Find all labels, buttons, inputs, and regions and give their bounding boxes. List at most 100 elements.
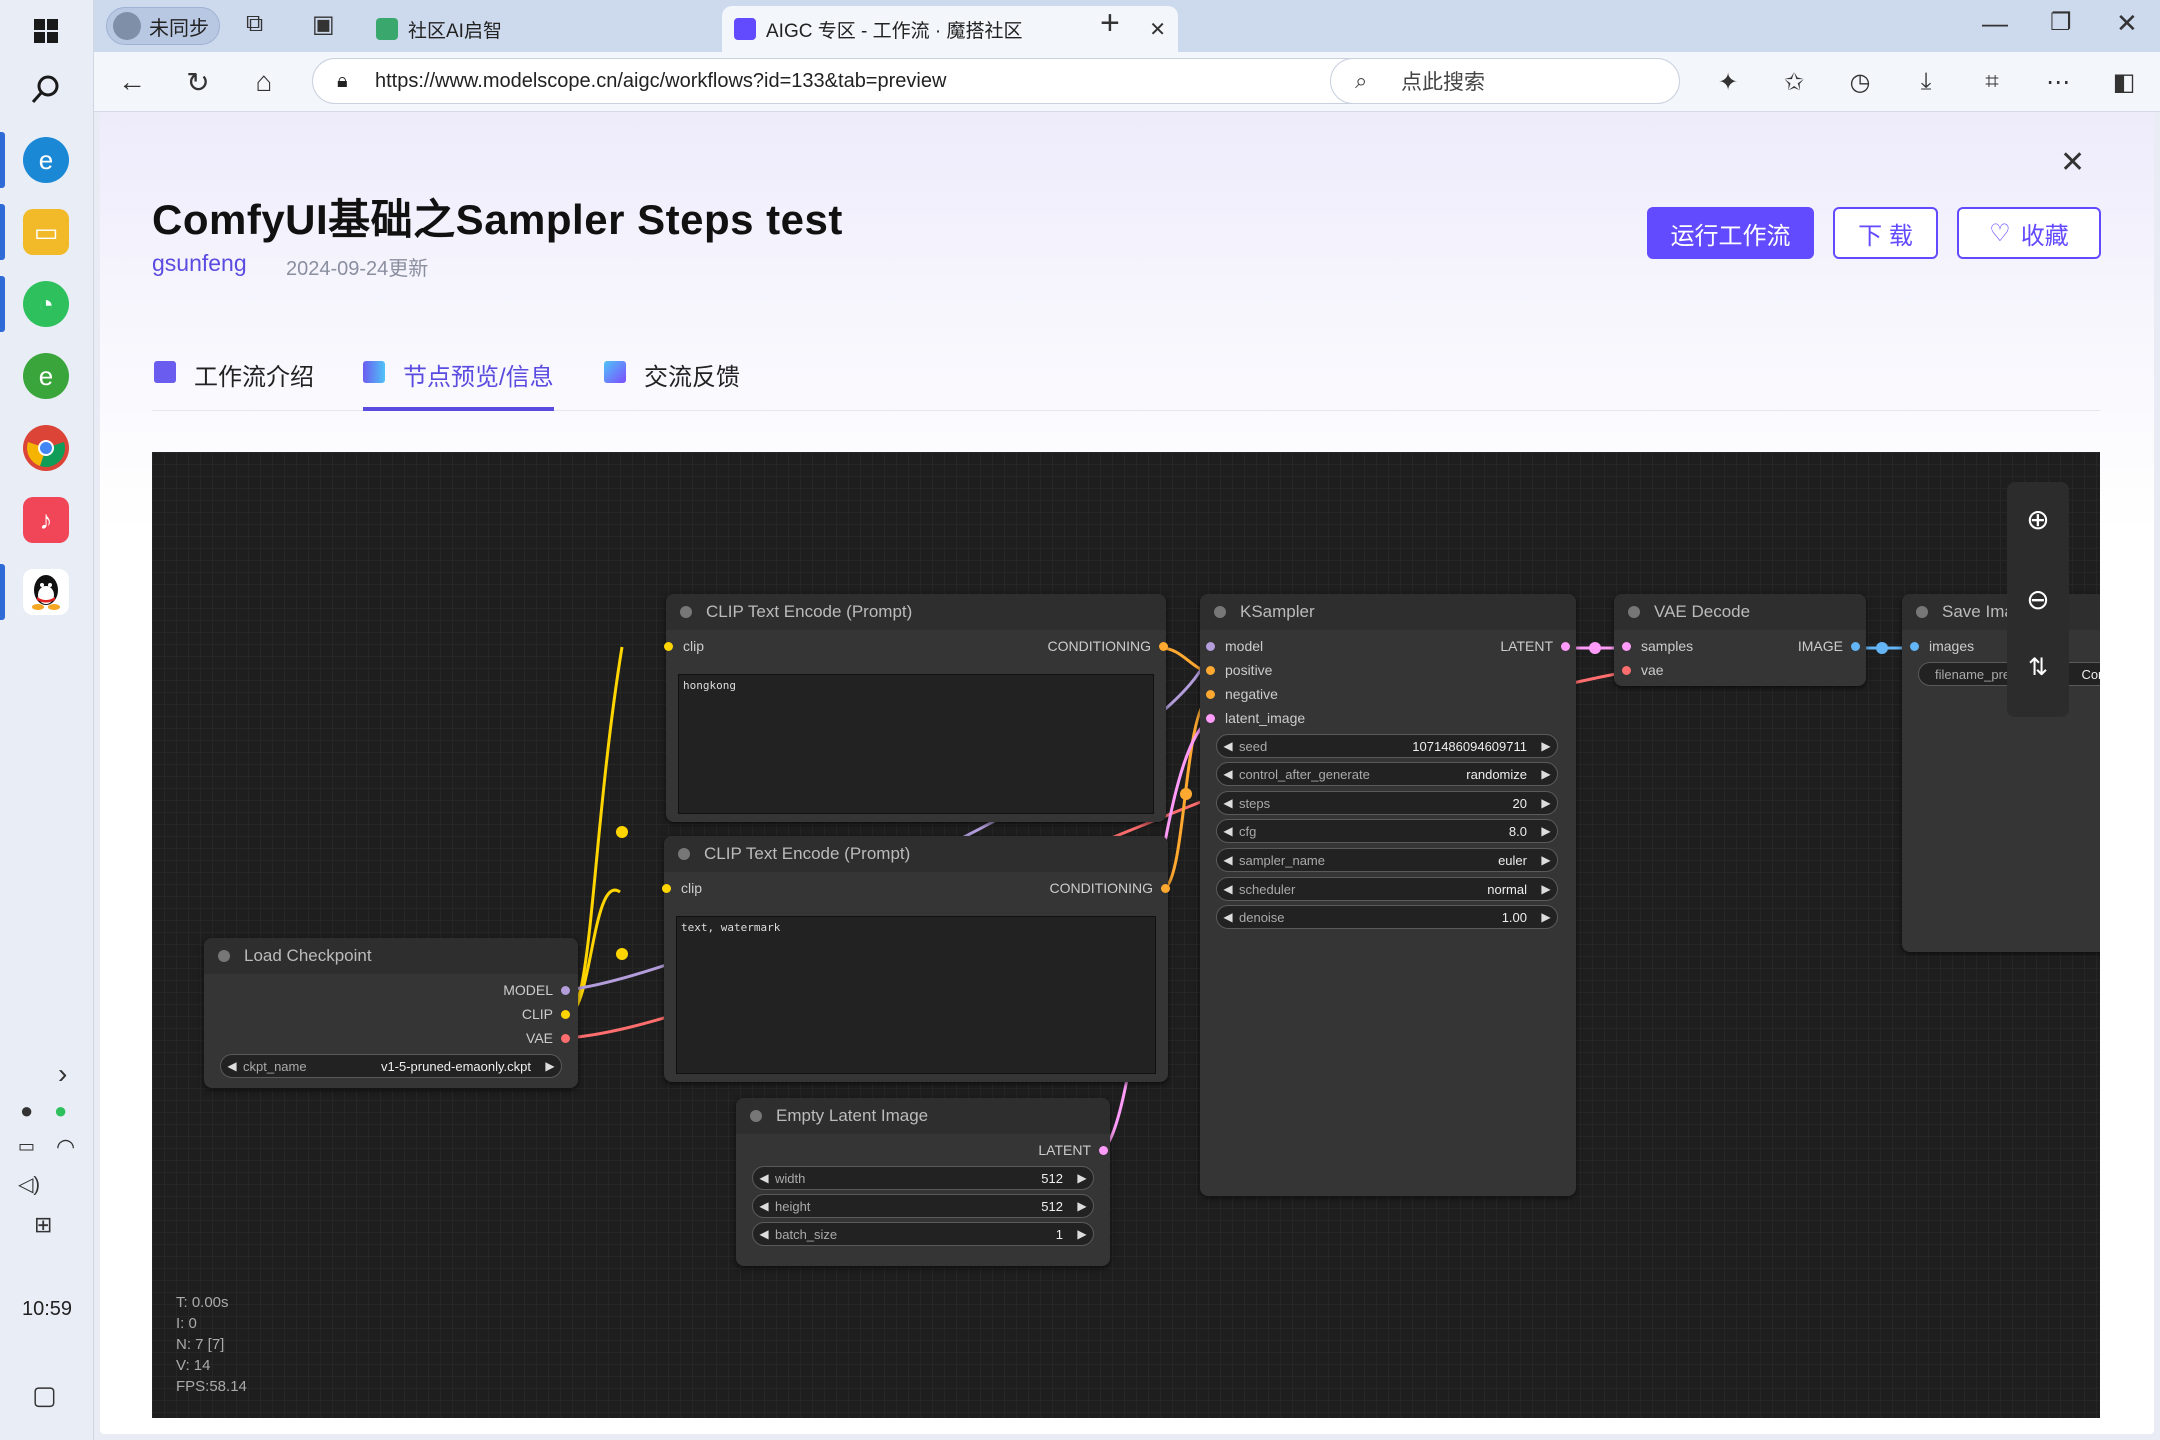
- output-slot-latent[interactable]: LATENT: [1500, 638, 1570, 654]
- restore-icon[interactable]: ❐: [2050, 9, 2072, 36]
- qq-tray-icon[interactable]: ●: [20, 1098, 34, 1123]
- node-vae-decode[interactable]: VAE Decode samples vae IMAGE: [1614, 594, 1866, 686]
- output-slot-conditioning[interactable]: CONDITIONING: [1050, 880, 1170, 896]
- windows-start-icon[interactable]: [23, 8, 69, 54]
- tab-node-preview[interactable]: 节点预览/信息: [363, 357, 554, 411]
- input-slot-clip[interactable]: clip: [664, 638, 704, 654]
- address-bar[interactable]: 🔒︎ https://www.modelscope.cn/aigc/workfl…: [312, 58, 1412, 104]
- input-slot-positive[interactable]: positive: [1206, 662, 1272, 678]
- output-slot-image[interactable]: IMAGE: [1798, 638, 1860, 654]
- notification-icon[interactable]: ▢: [32, 1380, 57, 1410]
- browser-tab-aigc[interactable]: AIGC 专区 - 工作流 · 魔搭社区 ✕: [722, 6, 1178, 52]
- extensions-icon[interactable]: ✦: [1717, 68, 1739, 96]
- input-slot-latent-image[interactable]: latent_image: [1206, 710, 1305, 726]
- increment-arrow-icon[interactable]: ▶: [1077, 1227, 1087, 1241]
- output-slot-conditioning[interactable]: CONDITIONING: [1048, 638, 1168, 654]
- downloads-icon[interactable]: ⤓: [1920, 68, 1932, 95]
- node-load-checkpoint[interactable]: Load Checkpoint MODEL CLIP VAE ◀ckpt_nam…: [204, 938, 578, 1088]
- profile-button[interactable]: 未同步: [106, 7, 220, 45]
- collapse-dot[interactable]: [680, 606, 692, 618]
- increment-arrow-icon[interactable]: ▶: [1541, 882, 1551, 896]
- increment-arrow-icon[interactable]: ▶: [1541, 853, 1551, 867]
- wechat-icon[interactable]: ◔: [23, 281, 69, 327]
- run-workflow-button[interactable]: 运行工作流: [1647, 207, 1814, 259]
- decrement-arrow-icon[interactable]: ◀: [1223, 739, 1233, 753]
- output-slot-latent[interactable]: LATENT: [1038, 1142, 1108, 1158]
- window-close-icon[interactable]: ✕: [2116, 8, 2138, 38]
- zoom-in-icon[interactable]: ⊕: [2026, 503, 2050, 535]
- node-clip-text-encode-positive[interactable]: CLIP Text Encode (Prompt) clip CONDITION…: [664, 594, 1168, 822]
- prompt-text-area[interactable]: text, watermark: [676, 916, 1156, 1074]
- node-save-image[interactable]: Save Image images filename_prefixComfy: [1902, 594, 2100, 952]
- input-slot-samples[interactable]: samples: [1622, 638, 1693, 654]
- download-button[interactable]: 下 载: [1833, 207, 1938, 259]
- decrement-arrow-icon[interactable]: ◀: [759, 1171, 769, 1185]
- reset-view-icon[interactable]: ⇅: [2027, 653, 2049, 681]
- decrement-arrow-icon[interactable]: ◀: [1223, 796, 1233, 810]
- increment-arrow-icon[interactable]: ▶: [1541, 739, 1551, 753]
- increment-arrow-icon[interactable]: ▶: [1077, 1199, 1087, 1213]
- output-slot-vae[interactable]: VAE: [526, 1030, 570, 1046]
- chrome-icon[interactable]: [23, 425, 69, 471]
- file-explorer-icon[interactable]: ▭: [23, 209, 69, 255]
- minimize-icon[interactable]: —: [1982, 8, 2008, 38]
- search-box[interactable]: ⌕ 点此搜索: [1330, 58, 1680, 104]
- prompt-text-area[interactable]: hongkong: [678, 674, 1154, 814]
- display-tray-icon[interactable]: ▭: [18, 1136, 36, 1156]
- decrement-arrow-icon[interactable]: ◀: [227, 1059, 237, 1073]
- increment-arrow-icon[interactable]: ▶: [545, 1059, 555, 1073]
- edge-icon[interactable]: e: [23, 137, 69, 183]
- decrement-arrow-icon[interactable]: ◀: [759, 1199, 769, 1213]
- music-app-icon[interactable]: ♪: [23, 497, 69, 543]
- increment-arrow-icon[interactable]: ▶: [1541, 767, 1551, 781]
- favorite-button[interactable]: ♡ 收藏: [1957, 207, 2101, 259]
- more-options-icon[interactable]: ⋯: [2046, 68, 2070, 96]
- screenshot-icon[interactable]: ⌗: [1985, 68, 1999, 95]
- refresh-icon[interactable]: ↻: [186, 66, 210, 98]
- author-link[interactable]: gsunfeng: [152, 250, 247, 276]
- favorites-icon[interactable]: ✩: [1783, 68, 1805, 96]
- input-slot-vae[interactable]: vae: [1622, 662, 1664, 678]
- decrement-arrow-icon[interactable]: ◀: [1223, 824, 1233, 838]
- collapse-dot[interactable]: [1628, 606, 1640, 618]
- input-slot-images[interactable]: images: [1910, 638, 1974, 654]
- increment-arrow-icon[interactable]: ▶: [1541, 796, 1551, 810]
- tab-feedback[interactable]: 交流反馈: [604, 357, 740, 411]
- wifi-icon[interactable]: ◠: [56, 1134, 76, 1159]
- history-icon[interactable]: ◷: [1849, 68, 1871, 96]
- node-ksampler[interactable]: KSampler model positive negative latent_…: [1200, 594, 1576, 1196]
- decrement-arrow-icon[interactable]: ◀: [1223, 853, 1233, 867]
- volume-icon[interactable]: ◁): [18, 1174, 41, 1196]
- tab-actions-icon[interactable]: ▣: [312, 11, 335, 38]
- increment-arrow-icon[interactable]: ▶: [1541, 910, 1551, 924]
- collections-icon[interactable]: ⧉: [246, 10, 264, 37]
- search-icon[interactable]: [23, 66, 69, 112]
- collapse-dot[interactable]: [1214, 606, 1226, 618]
- increment-arrow-icon[interactable]: ▶: [1077, 1171, 1087, 1185]
- collapse-dot[interactable]: [1916, 606, 1928, 618]
- decrement-arrow-icon[interactable]: ◀: [1223, 767, 1233, 781]
- collapse-dot[interactable]: [750, 1110, 762, 1122]
- input-slot-negative[interactable]: negative: [1206, 686, 1278, 702]
- increment-arrow-icon[interactable]: ▶: [1541, 824, 1551, 838]
- sidebar-toggle-icon[interactable]: ◧: [2112, 68, 2136, 96]
- zoom-out-icon[interactable]: ⊖: [2026, 583, 2050, 615]
- new-tab-button[interactable]: +: [1100, 4, 1120, 42]
- back-icon[interactable]: ←: [118, 66, 146, 97]
- input-slot-model[interactable]: model: [1206, 638, 1263, 654]
- qq-icon[interactable]: [23, 569, 69, 615]
- close-tab-icon[interactable]: ✕: [1149, 18, 1166, 41]
- tray-expand-icon[interactable]: ›: [58, 1058, 68, 1089]
- close-icon[interactable]: ✕: [2060, 146, 2086, 179]
